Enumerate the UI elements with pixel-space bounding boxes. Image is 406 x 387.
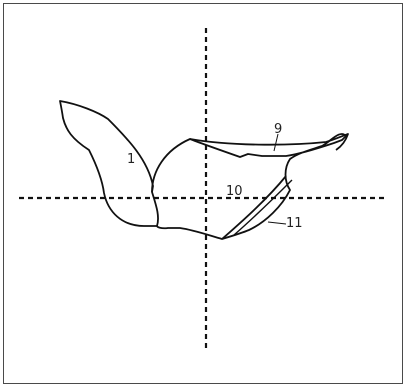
leader-9 [273,133,279,152]
label-part-9: 9 [274,122,282,137]
lower-right-edge-outer [221,175,287,240]
label-part-10: 10 [226,184,243,199]
leader-11 [267,221,287,225]
lower-right-edge-inner [233,179,293,236]
left-lobe-outline [59,100,159,227]
label-part-11: 11 [286,216,303,231]
central-body-outline [151,133,347,240]
upper-arm-outline [189,133,349,151]
figure-frame [3,3,403,384]
label-part-1: 1 [127,152,135,167]
